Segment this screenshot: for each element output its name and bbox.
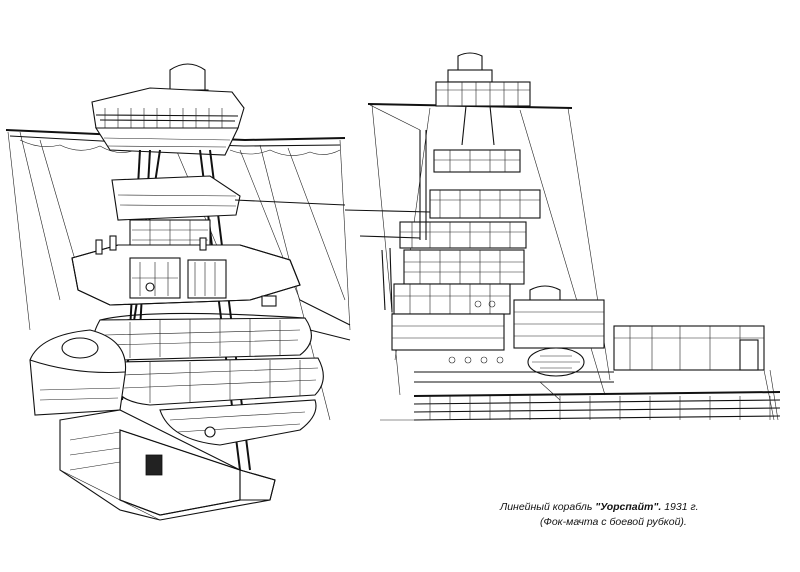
fittings	[95, 199, 351, 438]
perspective-cutaway-view	[5, 63, 351, 521]
elevation-turret	[513, 285, 605, 377]
elevation-masts	[344, 130, 431, 313]
elevation-deck	[380, 371, 781, 421]
gun-turret-roof	[29, 329, 127, 416]
drawing-caption: Линейный корабль "Уорспайт". 1931 г. (Фо…	[500, 500, 760, 530]
elevation-superstructure	[613, 325, 779, 421]
conning-tower-base	[59, 409, 276, 521]
caption-year: 1931 г.	[661, 501, 699, 513]
elevation-bridges	[391, 149, 541, 364]
side-elevation-view	[344, 52, 781, 421]
elevation-top	[435, 52, 531, 146]
caption-prefix: Линейный корабль	[500, 501, 596, 513]
fire-control-top	[91, 63, 245, 156]
bridge-decks	[92, 312, 324, 446]
caption-line-2: (Фок-мачта с боевой рубкой).	[540, 516, 687, 528]
intermediate-platforms	[71, 175, 301, 306]
caption-line-1: Линейный корабль "Уорспайт". 1931 г.	[500, 500, 760, 515]
ship-name: "Уорспайт".	[595, 501, 662, 513]
